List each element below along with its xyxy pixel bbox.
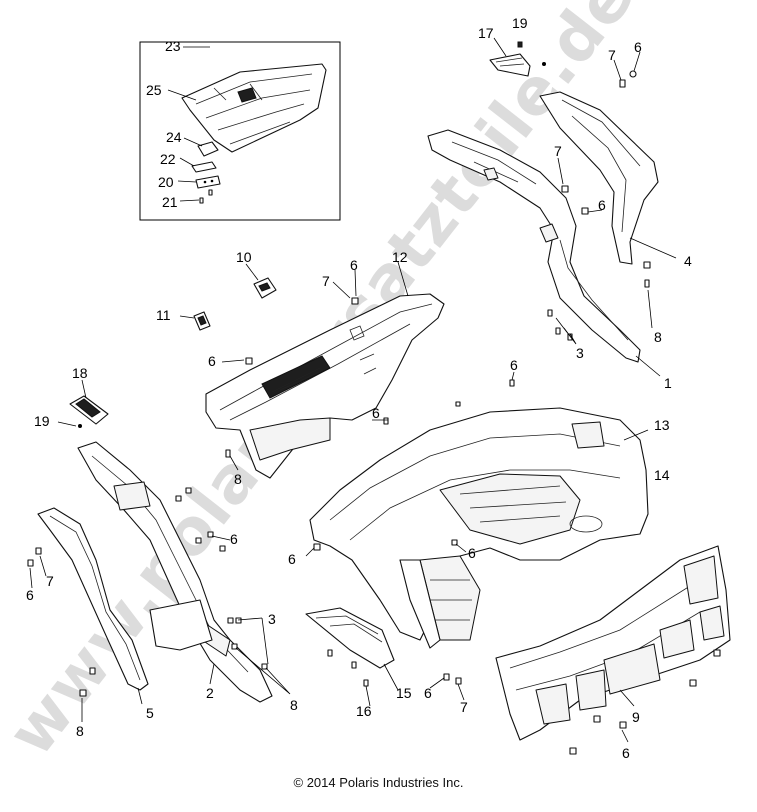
part-9-rear-panel <box>495 545 731 755</box>
callout-20: 20 <box>158 174 174 190</box>
callout-8-right: 8 <box>654 329 662 345</box>
callout-6-dash: 6 <box>350 257 358 273</box>
callout-25: 25 <box>146 82 162 98</box>
callout-8-dash: 8 <box>234 471 242 487</box>
part-17-bracket <box>489 37 546 77</box>
part-11-clip <box>179 311 211 331</box>
callout-18: 18 <box>72 365 88 381</box>
copyright-text: © 2014 Polaris Industries Inc. <box>293 775 464 790</box>
callout-1: 1 <box>664 375 672 391</box>
callout-19-top: 19 <box>512 15 528 31</box>
callout-5: 5 <box>146 705 154 721</box>
fasteners-bottom-middle <box>429 673 465 701</box>
inset-storage-box <box>139 41 341 221</box>
callout-6-left: 6 <box>208 353 216 369</box>
callout-7-mid: 7 <box>554 143 562 159</box>
callout-6-bottom-right: 6 <box>622 745 630 761</box>
callout-6-bottom: 6 <box>424 685 432 701</box>
callout-8-lower: 8 <box>290 697 298 713</box>
callout-7-bottom: 7 <box>460 699 468 715</box>
callout-7-top: 7 <box>608 47 616 63</box>
callout-17: 17 <box>478 25 494 41</box>
callout-6-top: 6 <box>634 39 642 55</box>
callout-3-left: 3 <box>268 611 276 627</box>
part-12-cargo-upper-panel <box>205 261 445 479</box>
callout-15: 15 <box>396 685 412 701</box>
part-4-fender-panel <box>539 91 677 269</box>
callout-23: 23 <box>165 38 181 54</box>
callout-16: 16 <box>356 703 372 719</box>
fasteners-cargo <box>305 371 515 557</box>
callout-6-cargo-top: 6 <box>510 357 518 373</box>
callout-8-far-left: 8 <box>76 723 84 739</box>
callout-6-cargo-mid: 6 <box>468 545 476 561</box>
callout-21: 21 <box>162 194 178 210</box>
part-13-cargo-box <box>309 407 649 649</box>
fasteners-mid-right <box>547 157 653 345</box>
callout-6-lower-left: 6 <box>230 531 238 547</box>
callout-6-mid: 6 <box>598 197 606 213</box>
part-15-bracket <box>305 607 399 707</box>
callout-3-right: 3 <box>576 345 584 361</box>
part-5-side-panel <box>27 507 149 705</box>
callout-2: 2 <box>206 685 214 701</box>
part-2-side-panel <box>77 441 273 703</box>
callout-6-cargo-side: 6 <box>288 551 296 567</box>
part-10-speaker-grille <box>245 263 277 299</box>
callout-labels: 23 25 24 22 20 21 17 19 7 6 7 6 4 8 3 1 … <box>26 15 692 761</box>
part-18-vent <box>57 379 109 428</box>
callout-10: 10 <box>236 249 252 265</box>
callout-24: 24 <box>166 129 182 145</box>
fasteners-left-lower <box>79 487 291 722</box>
callout-6-cargo-left: 6 <box>372 405 380 421</box>
callout-9: 9 <box>632 709 640 725</box>
callout-7-left: 7 <box>46 573 54 589</box>
callout-4: 4 <box>684 253 692 269</box>
callout-11: 11 <box>156 307 171 323</box>
callout-7-dash: 7 <box>322 273 330 289</box>
fasteners-top-right <box>613 51 641 88</box>
callout-14: 14 <box>654 467 670 483</box>
part-1-side-panel <box>427 129 661 377</box>
callout-19-left: 19 <box>34 413 50 429</box>
callout-12: 12 <box>392 249 408 265</box>
callout-22: 22 <box>160 151 176 167</box>
callout-13: 13 <box>654 417 670 433</box>
callout-6-far-left: 6 <box>26 587 34 603</box>
